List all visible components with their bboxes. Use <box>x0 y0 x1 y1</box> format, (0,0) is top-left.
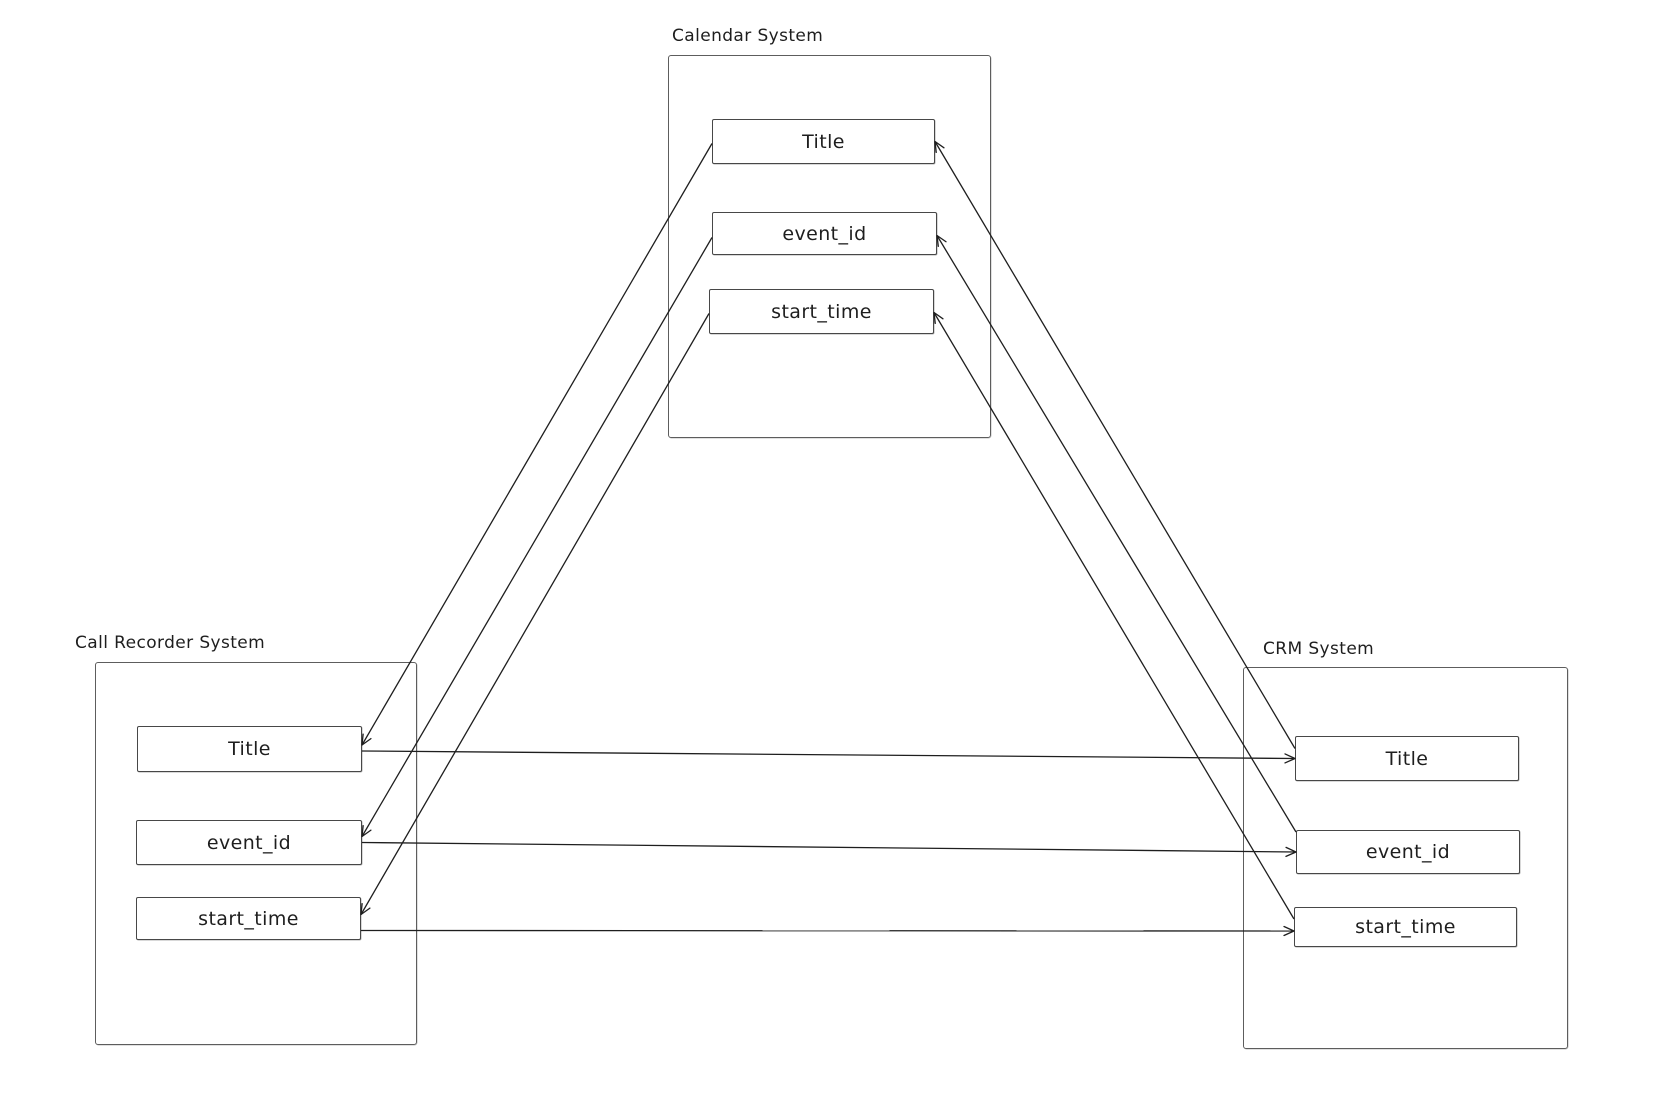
field-label: event_id <box>206 831 292 854</box>
connection-arrow <box>360 925 1295 937</box>
connection-arrow <box>361 841 1297 858</box>
field-box-calendar-start-time[interactable]: start_time <box>709 289 934 334</box>
connection-arrow <box>361 143 713 746</box>
field-box-call-recorder-title[interactable]: Title <box>137 726 362 772</box>
field-label: Title <box>802 130 845 153</box>
field-box-call-recorder-start-time[interactable]: start_time <box>136 897 361 940</box>
field-label: Title <box>1385 747 1429 770</box>
field-box-call-recorder-event-id[interactable]: event_id <box>136 820 362 865</box>
field-label: event_id <box>782 222 867 245</box>
connection-arrow <box>361 750 1296 764</box>
field-box-calendar-event-id[interactable]: event_id <box>712 212 937 255</box>
field-box-crm-title[interactable]: Title <box>1295 736 1519 781</box>
field-label: event_id <box>1365 841 1451 863</box>
field-box-calendar-title[interactable]: Title <box>712 119 935 164</box>
system-label-call-recorder: Call Recorder System <box>75 633 266 653</box>
field-label: Title <box>228 738 271 760</box>
field-label: start_time <box>1355 916 1456 938</box>
field-label: start_time <box>198 907 299 930</box>
field-box-crm-event-id[interactable]: event_id <box>1296 830 1520 874</box>
field-box-crm-start-time[interactable]: start_time <box>1294 907 1517 947</box>
field-label: start_time <box>771 300 872 323</box>
system-label-crm: CRM System <box>1263 639 1375 659</box>
system-label-calendar: Calendar System <box>672 26 824 46</box>
